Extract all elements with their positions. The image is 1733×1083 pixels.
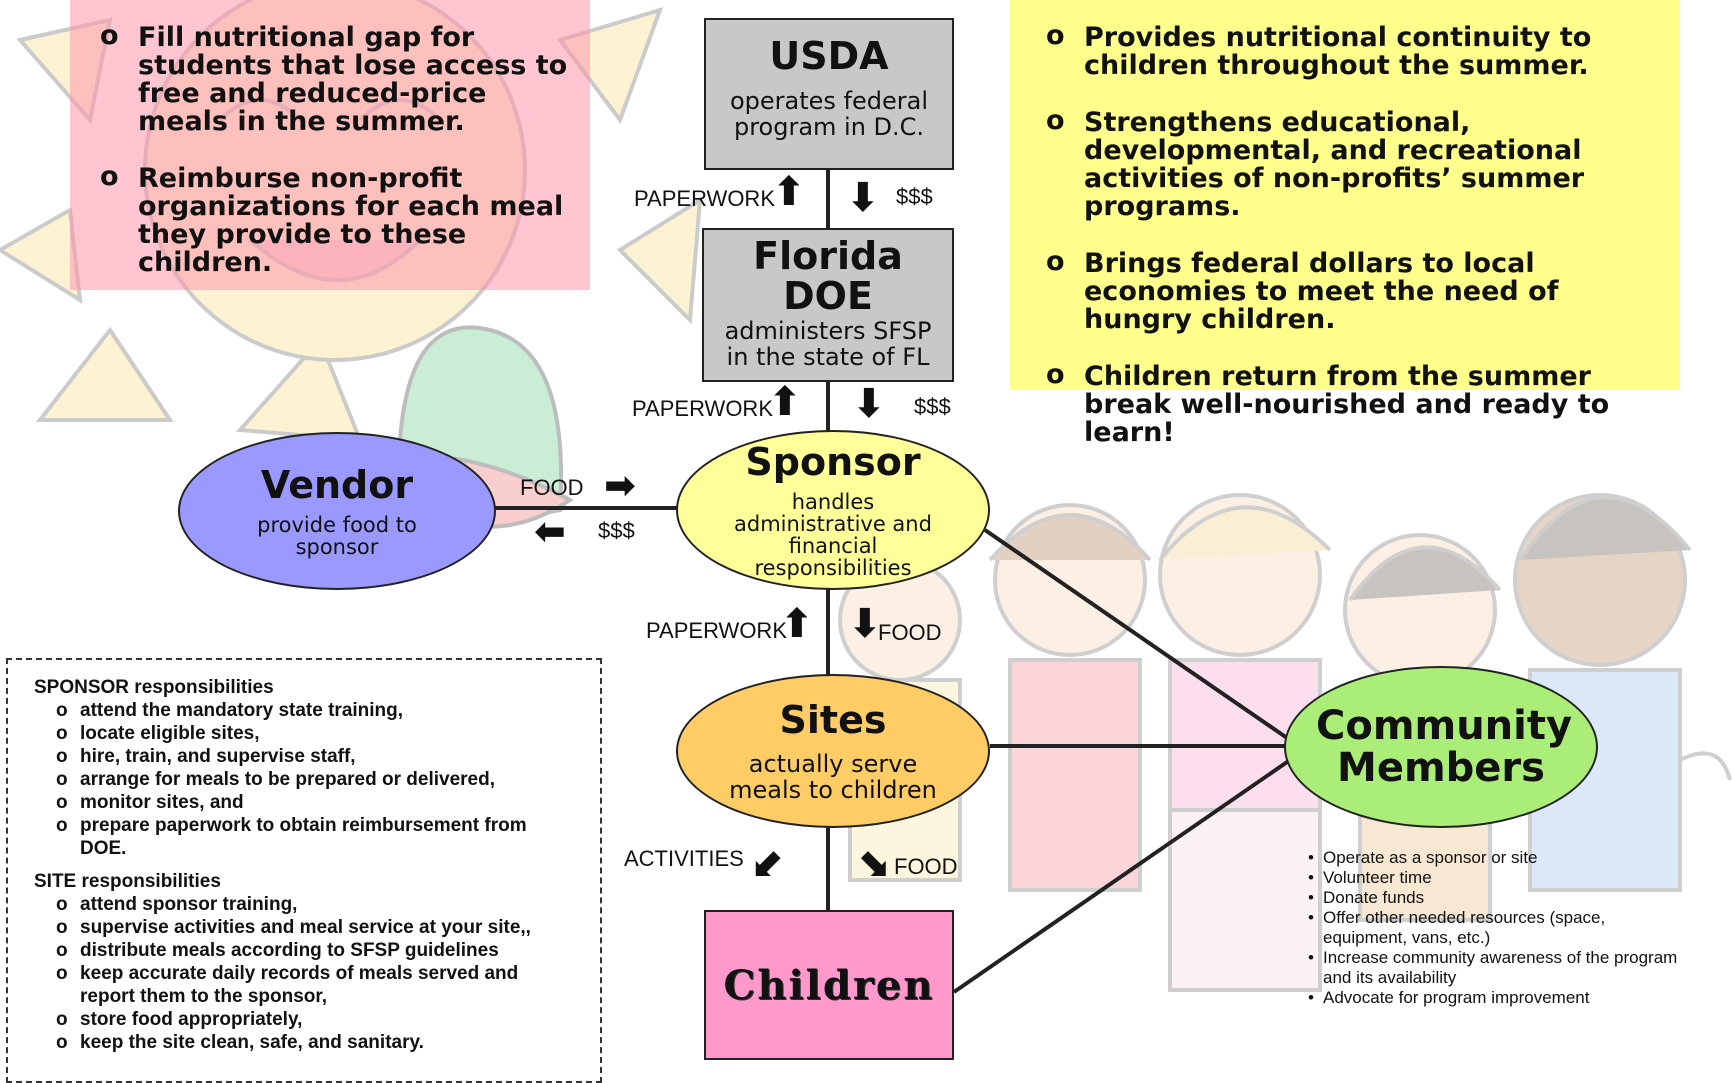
vendor-description: provide food to sponsor: [257, 513, 417, 559]
list-item: keep accurate daily records of meals ser…: [56, 962, 550, 1008]
down-arrow-icon: ⬇: [852, 381, 886, 427]
down-right-arrow-icon: ⬊: [856, 839, 890, 885]
doe-money-label: $$$: [914, 394, 951, 419]
list-item: Volunteer time: [1308, 868, 1678, 888]
up-arrow-icon: ⬆: [772, 169, 806, 215]
list-item: locate eligible sites,: [56, 722, 600, 745]
list-item: attend sponsor training,: [56, 893, 600, 916]
list-item: prepare paperwork to obtain reimbursemen…: [56, 814, 550, 860]
vendor-money-label: $$$: [598, 518, 635, 543]
children-title: Children: [723, 961, 935, 1009]
list-item: Operate as a sponsor or site: [1308, 848, 1678, 868]
sites-paperwork-label: PAPERWORK: [646, 618, 787, 643]
usda-title: USDA: [769, 34, 889, 78]
benefit-item: Provides nutritional continuity to child…: [1046, 22, 1671, 80]
list-item: monitor sites, and: [56, 791, 600, 814]
program-goals-panel: Fill nutritional gap for students that l…: [70, 0, 590, 290]
sites-description: actually serve meals to children: [729, 750, 937, 804]
program-goals-list: Fill nutritional gap for students that l…: [70, 0, 580, 277]
list-item: arrange for meals to be prepared or deli…: [56, 768, 600, 791]
list-item: store food appropriately,: [56, 1008, 600, 1031]
children-food-label: FOOD: [894, 854, 958, 879]
program-benefits-list: Provides nutritional continuity to child…: [1010, 0, 1671, 447]
down-left-arrow-icon: ⬋: [752, 839, 786, 885]
benefit-item: Strengthens educational, developmental, …: [1046, 107, 1671, 221]
doe-paperwork-label: PAPERWORK: [632, 396, 773, 421]
sponsor-node: Sponsor handles administrative and finan…: [676, 430, 990, 590]
usda-description: operates federal program in D.C.: [729, 87, 929, 141]
list-item: keep the site clean, safe, and sanitary.: [56, 1031, 600, 1054]
usda-paperwork-label: PAPERWORK: [634, 186, 775, 211]
children-activities-label: ACTIVITIES: [624, 846, 744, 871]
sites-node: Sites actually serve meals to children: [676, 674, 990, 828]
site-responsibilities-heading: SITE responsibilities: [34, 871, 221, 892]
down-arrow-icon: ⬇: [848, 601, 882, 647]
sites-food-label: FOOD: [878, 620, 942, 645]
program-benefits-panel: Provides nutritional continuity to child…: [1010, 0, 1680, 447]
site-responsibilities-list: attend sponsor training, supervise activ…: [34, 893, 600, 1054]
right-arrow-icon: ➡: [604, 463, 636, 507]
community-title: Community Members: [1316, 703, 1573, 791]
up-arrow-icon: ⬆: [768, 379, 802, 425]
sites-title: Sites: [779, 698, 887, 742]
responsibilities-panel: SPONSOR responsibilities attend the mand…: [6, 658, 602, 1083]
down-arrow-icon: ⬇: [846, 175, 880, 221]
goal-item: Fill nutritional gap for students that l…: [100, 22, 580, 136]
children-node: Children: [704, 910, 954, 1060]
doe-title: Florida DOE: [753, 234, 903, 318]
up-arrow-icon: ⬆: [780, 601, 814, 647]
list-item: Increase community awareness of the prog…: [1308, 948, 1678, 988]
sponsor-responsibilities-heading: SPONSOR responsibilities: [34, 677, 274, 698]
list-item: Donate funds: [1308, 888, 1678, 908]
vendor-food-label: FOOD: [520, 475, 584, 500]
list-item: distribute meals according to SFSP guide…: [56, 939, 600, 962]
usda-node: USDA operates federal program in D.C.: [704, 18, 954, 170]
community-roles-list: Operate as a sponsor or site Volunteer t…: [1308, 848, 1678, 1008]
benefit-item: Children return from the summer break we…: [1046, 361, 1671, 447]
community-members-node: Community Members: [1284, 666, 1598, 828]
vendor-node: Vendor provide food to sponsor: [178, 432, 496, 590]
community-roles-panel: Operate as a sponsor or site Volunteer t…: [1308, 848, 1678, 1008]
sponsor-responsibilities-list: attend the mandatory state training, loc…: [34, 699, 600, 860]
sponsor-description: handles administrative and financial res…: [734, 490, 932, 580]
florida-doe-node: Florida DOE administers SFSP in the stat…: [702, 228, 954, 382]
list-item: Offer other needed resources (space, equ…: [1308, 908, 1678, 948]
usda-money-label: $$$: [896, 184, 933, 209]
benefit-item: Brings federal dollars to local economie…: [1046, 248, 1671, 334]
left-arrow-icon: ⬅: [534, 509, 566, 553]
list-item: Advocate for program improvement: [1308, 988, 1678, 1008]
goal-item: Reimburse non-profit organizations for e…: [100, 163, 580, 277]
doe-description: administers SFSP in the state of FL: [724, 317, 932, 371]
vendor-title: Vendor: [260, 463, 414, 507]
sponsor-title: Sponsor: [745, 440, 921, 484]
list-item: attend the mandatory state training,: [56, 699, 600, 722]
list-item: supervise activities and meal service at…: [56, 916, 600, 939]
list-item: hire, train, and supervise staff,: [56, 745, 600, 768]
